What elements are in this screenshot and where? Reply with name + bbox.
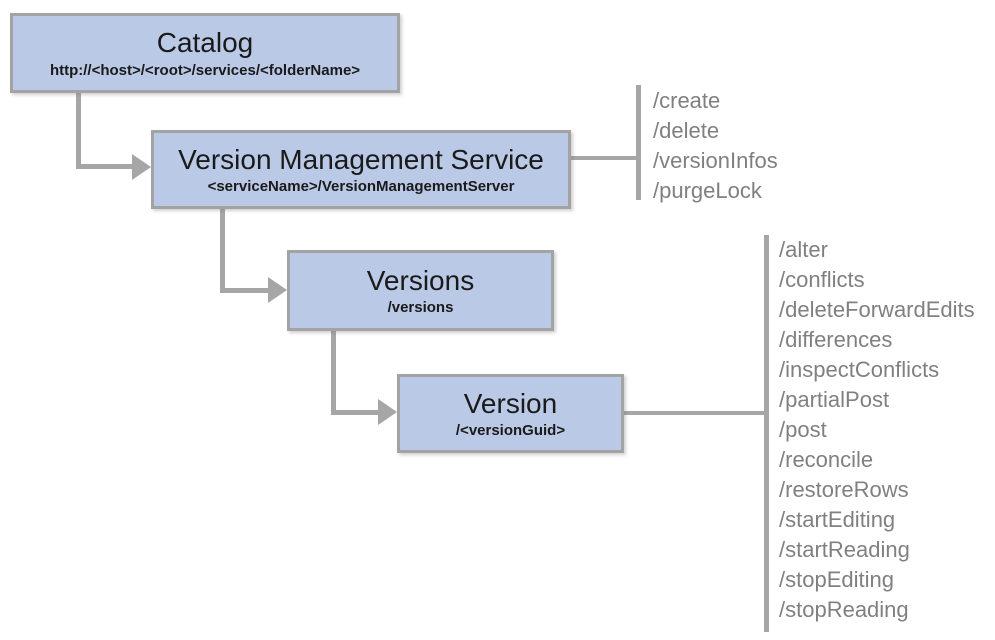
connector-versions-version-vertical — [331, 330, 336, 415]
operation-item: /differences — [779, 327, 893, 352]
connector-catalog-vms-horizontal — [76, 164, 134, 169]
node-versions-subtitle: /versions — [387, 299, 454, 317]
operation-item: /stopEditing — [779, 567, 894, 592]
operation-item: /purgeLock — [653, 178, 762, 203]
node-catalog: Catalog http://<host>/<root>/services/<f… — [10, 13, 400, 93]
operation-item: /conflicts — [779, 267, 865, 292]
operation-item: /inspectConflicts — [779, 357, 940, 382]
connector-vms-operations — [571, 156, 637, 160]
operation-item: /deleteForwardEdits — [779, 297, 975, 322]
connector-version-operations — [624, 411, 765, 415]
operation-item: /alter — [779, 237, 828, 262]
operation-item: /restoreRows — [779, 477, 909, 502]
node-catalog-subtitle: http://<host>/<root>/services/<folderNam… — [49, 61, 361, 79]
node-version-subtitle: /<versionGuid> — [455, 422, 566, 440]
operation-item: /create — [653, 88, 721, 113]
connector-vms-versions-horizontal — [220, 288, 270, 293]
connector-catalog-vms-vertical — [76, 92, 81, 169]
operation-item: /versionInfos — [653, 148, 778, 173]
connector-vms-versions-vertical — [220, 208, 225, 293]
node-version-title: Version — [463, 387, 558, 419]
connector-versions-version-horizontal — [331, 410, 380, 415]
operation-item: /delete — [653, 118, 720, 143]
operation-item: /startEditing — [779, 507, 896, 532]
operation-item: /post — [779, 417, 827, 442]
operations-list-version: /alter /conflicts /deleteForwardEdits /d… — [779, 235, 975, 625]
arrowhead-icon — [132, 154, 151, 180]
node-versions-title: Versions — [366, 264, 475, 296]
operations-bracket-vms — [636, 85, 641, 200]
operations-bracket-version — [764, 235, 769, 632]
operation-item: /startReading — [779, 537, 910, 562]
operation-item: /reconcile — [779, 447, 874, 472]
node-version: Version /<versionGuid> — [397, 374, 624, 453]
arrowhead-icon — [268, 277, 287, 303]
node-vms-subtitle: <serviceName>/VersionManagementServer — [207, 178, 515, 196]
node-versions: Versions /versions — [287, 250, 554, 331]
node-version-management-service: Version Management Service <serviceName>… — [151, 130, 571, 209]
node-vms-title: Version Management Service — [178, 143, 544, 175]
operation-item: /partialPost — [779, 387, 890, 412]
node-catalog-title: Catalog — [156, 27, 254, 59]
operation-item: /stopReading — [779, 597, 909, 622]
arrowhead-icon — [378, 399, 397, 425]
operations-list-vms: /create /delete /versionInfos /purgeLock — [653, 86, 778, 206]
